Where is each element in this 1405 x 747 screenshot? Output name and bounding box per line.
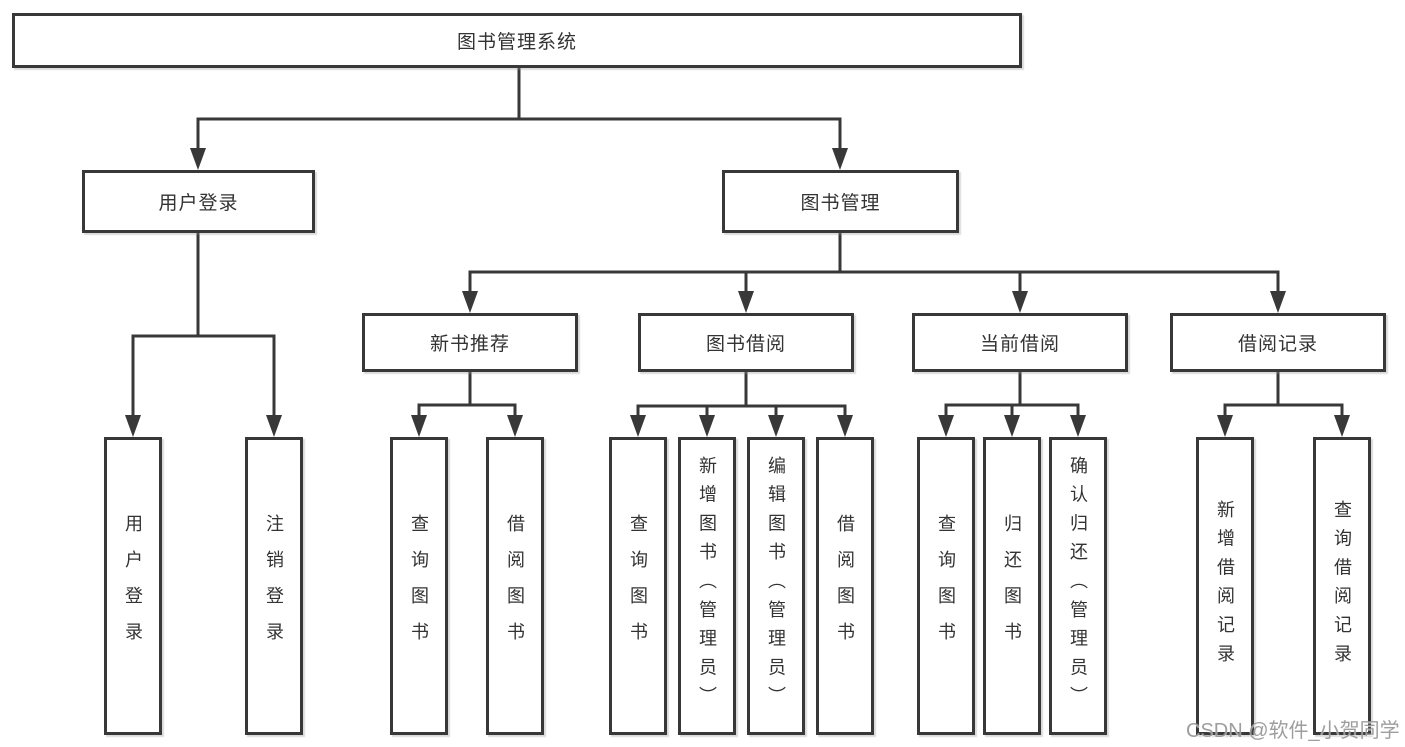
leaf-logout: 注销登录 (245, 437, 303, 735)
leaf-label: 新增借阅记录 (1215, 499, 1235, 673)
leaf-add-borrow-record: 新增借阅记录 (1196, 437, 1254, 735)
node-book-borrowing: 图书借阅 (638, 313, 854, 372)
leaf-label: 归还图书 (1002, 514, 1022, 658)
connector-new-book-branch (417, 372, 517, 419)
node-user-login: 用户登录 (82, 170, 315, 233)
node-new-book-recommendation: 新书推荐 (362, 313, 578, 372)
node-label: 图书管理 (800, 193, 881, 214)
leaf-query-books-current: 查询图书 (917, 437, 975, 735)
leaf-query-books-recommend: 查询图书 (390, 437, 448, 735)
leaf-label: 用户登录 (123, 514, 143, 658)
connector-root-to-level2 (196, 68, 842, 152)
leaf-confirm-return-admin: 确认归还（管理员） (1049, 437, 1107, 735)
connector-book-borrowing-branch (636, 372, 847, 419)
leaf-return-books: 归还图书 (983, 437, 1041, 735)
leaf-borrow-books-recommend: 借阅图书 (486, 437, 544, 735)
node-current-borrowing: 当前借阅 (912, 313, 1128, 372)
leaf-label: 编辑图书（管理员） (766, 456, 786, 716)
leaf-label: 新增图书（管理员） (697, 456, 717, 716)
leaf-add-books-admin: 新增图书（管理员） (678, 437, 736, 735)
connector-current-borrowing-branch (944, 372, 1080, 419)
connector-book-management-branch (468, 233, 1280, 295)
csdn-watermark: CSDN @软件_小贺同学 (1186, 720, 1400, 742)
node-label: 新书推荐 (429, 334, 510, 355)
node-label: 当前借阅 (979, 334, 1060, 355)
leaf-user-login: 用户登录 (104, 437, 162, 735)
node-label: 图书借阅 (705, 334, 786, 355)
node-label: 用户登录 (158, 193, 239, 214)
leaf-label: 查询图书 (409, 514, 429, 658)
arrowheads (125, 148, 1350, 437)
leaf-query-borrow-record: 查询借阅记录 (1313, 437, 1371, 735)
leaf-borrow-books-borrowing: 借阅图书 (816, 437, 874, 735)
leaf-label: 查询图书 (936, 514, 956, 658)
leaf-query-books-borrowing: 查询图书 (609, 437, 667, 735)
leaf-label: 查询图书 (628, 514, 648, 658)
connector-user-login-branch (131, 233, 276, 419)
node-label: 图书管理系统 (456, 32, 577, 53)
connector-borrow-records-branch (1223, 372, 1344, 419)
node-book-management: 图书管理 (722, 170, 959, 233)
node-label: 借阅记录 (1237, 334, 1318, 355)
leaf-label: 借阅图书 (835, 514, 855, 658)
leaf-edit-books-admin: 编辑图书（管理员） (747, 437, 805, 735)
leaf-label: 注销登录 (264, 514, 284, 658)
leaf-label: 借阅图书 (505, 514, 525, 658)
node-library-management-system: 图书管理系统 (12, 13, 1022, 68)
leaf-label: 确认归还（管理员） (1068, 456, 1088, 716)
node-borrowing-records: 借阅记录 (1170, 313, 1386, 372)
leaf-label: 查询借阅记录 (1332, 499, 1352, 673)
